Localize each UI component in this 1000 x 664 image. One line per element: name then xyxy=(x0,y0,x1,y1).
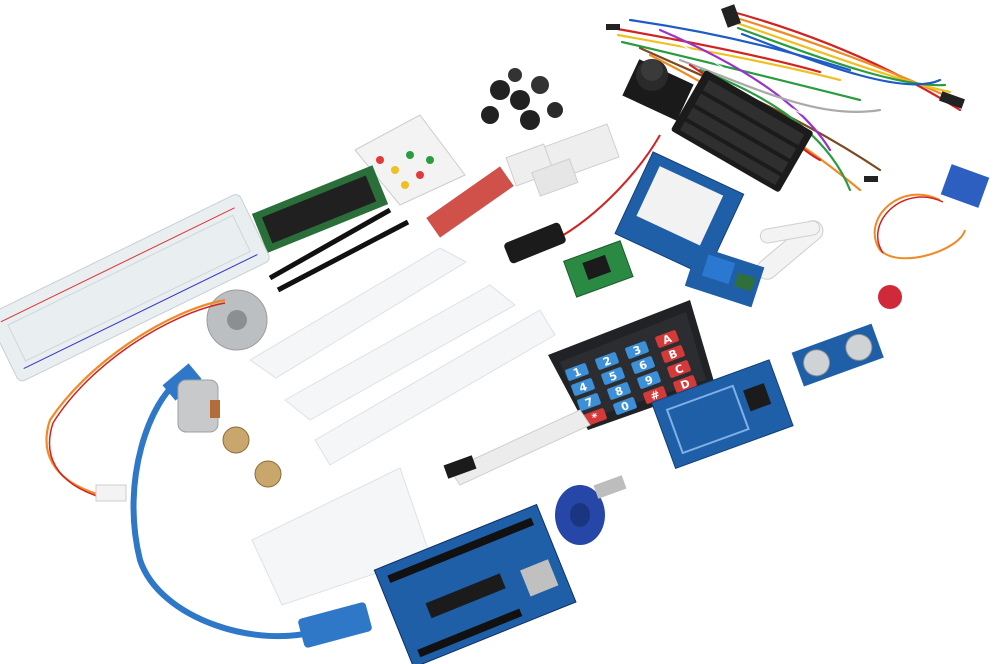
jumper-wire-pins xyxy=(606,4,965,182)
dc-motor xyxy=(177,379,220,433)
keypad-key-label: 5 xyxy=(607,369,619,384)
keypad-key-label: 0 xyxy=(619,399,631,414)
keypad-key xyxy=(661,345,685,363)
white-cards xyxy=(249,247,556,606)
header-pins xyxy=(268,207,410,293)
keypad-ribbon xyxy=(449,409,591,486)
usb-b-plug xyxy=(298,602,372,648)
breadboard xyxy=(0,194,270,382)
keypad-key xyxy=(631,356,655,374)
joystick-module xyxy=(622,59,694,121)
keypad-key-label: 7 xyxy=(583,395,595,410)
jumper-wires xyxy=(610,8,962,192)
driver-board xyxy=(563,240,634,298)
ultrasonic-sensor xyxy=(791,323,884,387)
keypad-key xyxy=(655,330,679,348)
arduino-uno-board xyxy=(373,503,577,664)
ribbon-connector xyxy=(443,455,477,479)
keypad-key-label: * xyxy=(590,410,600,424)
sound-sensor xyxy=(878,285,902,309)
buttons-buzzers-pile xyxy=(481,68,563,130)
rfid-tag xyxy=(555,475,627,545)
battery-holder xyxy=(671,70,813,192)
keypad-key xyxy=(571,378,595,396)
servo-motor xyxy=(873,164,990,260)
keypad-key-label: # xyxy=(649,388,662,403)
keypad-key xyxy=(667,360,691,378)
keypad-key xyxy=(613,397,637,415)
led-matrix-modules xyxy=(505,123,620,197)
potentiometers xyxy=(222,426,282,488)
keypad-key-label: D xyxy=(679,377,692,392)
keypad-key xyxy=(637,371,661,389)
keypad-key xyxy=(583,408,607,426)
stepper-cable-red xyxy=(48,302,226,499)
keypad-key xyxy=(643,386,667,404)
keypad-key xyxy=(565,363,589,381)
keypad-key-label: 4 xyxy=(577,380,589,395)
keypad-key-label: 9 xyxy=(643,373,655,388)
keypad-key-label: 6 xyxy=(637,358,649,373)
relay-module xyxy=(684,245,765,308)
keypad-key-label: 8 xyxy=(613,384,625,399)
keypad-key-label: 2 xyxy=(601,354,613,369)
stepper-connector xyxy=(95,484,127,502)
keypad-key-label: 3 xyxy=(631,343,643,358)
stepper-motor xyxy=(206,289,268,351)
led-bag xyxy=(354,114,466,206)
power-wire xyxy=(554,134,661,241)
lcd-display xyxy=(251,165,389,253)
proto-shield xyxy=(614,151,745,277)
keypad-key xyxy=(577,393,601,411)
keypad-key xyxy=(673,375,697,393)
dc-barrel-jack xyxy=(504,222,566,264)
keypad-key-label: B xyxy=(667,347,679,362)
keypad-key xyxy=(607,382,631,400)
water-level-sensor xyxy=(426,166,514,238)
keypad-key xyxy=(601,367,625,385)
keypad-key xyxy=(625,341,649,359)
keypad-key xyxy=(595,352,619,370)
rfid-reader xyxy=(651,359,794,470)
usb-cable xyxy=(130,377,321,640)
keypad-key-label: 1 xyxy=(571,365,583,380)
